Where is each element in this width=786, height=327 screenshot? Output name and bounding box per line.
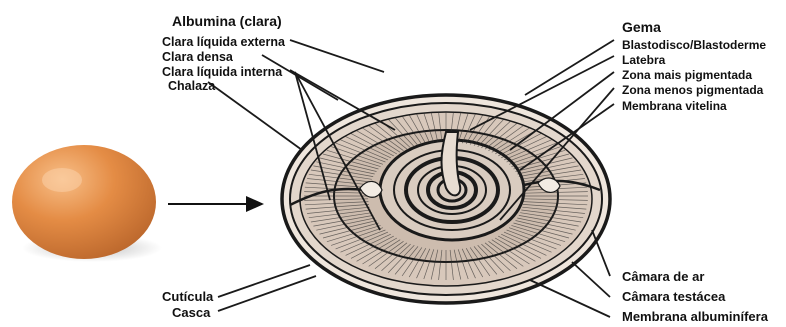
albumen-label-dense: Clara densa [162,50,234,64]
albumen-label-outer-liquid: Clara líquida externa [162,35,286,49]
shell-label-testaceous: Câmara testácea [622,289,726,304]
albumen-label-inner-liquid: Clara líquida interna [162,65,283,79]
yolk-heading: Gema [622,19,661,35]
albumen-heading: Albumina (clara) [172,13,282,29]
yolk-label-less-pigmented: Zona menos pigmentada [622,83,764,97]
yolk-label-latebra: Latebra [622,53,666,67]
yolk-label-blastodisc: Blastodisco/Blastoderme [622,38,766,52]
shell-label-shell: Casca [172,305,211,320]
yolk-label-more-pigmented: Zona mais pigmentada [622,68,752,82]
egg-cross-section [282,95,610,303]
latebra [442,132,461,195]
albumen-label-chalaza: Chalaza [168,79,216,93]
shell-label-cuticle: Cutícula [162,289,214,304]
shell-label-albumin-membrane: Membrana albuminífera [622,309,769,324]
yolk-label-vitelline-membrane: Membrana vitelina [622,99,727,113]
whole-egg-image [12,145,162,262]
shell-label-air-cell: Câmara de ar [622,269,704,284]
